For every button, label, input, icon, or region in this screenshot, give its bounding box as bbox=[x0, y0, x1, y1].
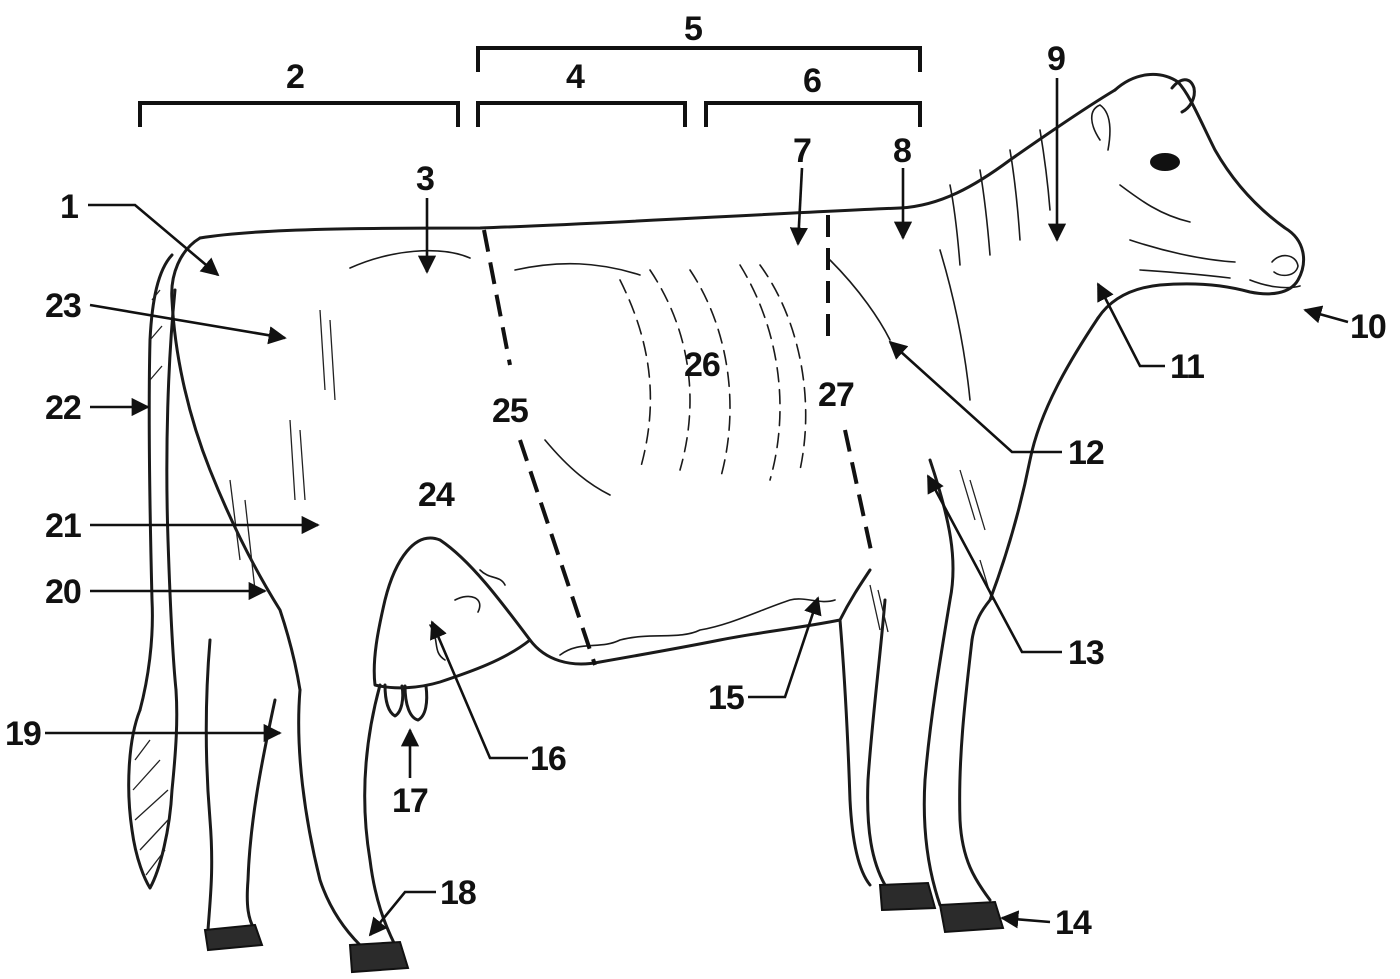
label-24: 24 bbox=[418, 476, 455, 514]
bracket-4 bbox=[478, 103, 685, 127]
hoof-far-hind bbox=[205, 925, 262, 950]
topline bbox=[200, 90, 1115, 238]
label-3: 3 bbox=[416, 160, 434, 198]
hoof-near-hind bbox=[350, 942, 408, 972]
leader-23 bbox=[90, 305, 285, 338]
bracket-2 bbox=[140, 103, 458, 127]
tail-switch bbox=[129, 690, 177, 888]
label-20: 20 bbox=[45, 573, 81, 611]
label-26: 26 bbox=[684, 346, 720, 384]
label-11: 11 bbox=[1170, 348, 1204, 386]
label-21: 21 bbox=[45, 507, 81, 545]
label-16: 16 bbox=[530, 740, 566, 778]
label-18: 18 bbox=[440, 874, 476, 912]
label-1: 1 bbox=[60, 188, 78, 226]
label-10: 10 bbox=[1350, 308, 1386, 346]
eye bbox=[1150, 153, 1180, 171]
tail bbox=[140, 255, 176, 710]
leader-13 bbox=[928, 476, 1062, 652]
label-7: 7 bbox=[793, 132, 811, 170]
hind-leg-near bbox=[299, 685, 395, 945]
label-15: 15 bbox=[708, 679, 744, 717]
teat-2 bbox=[405, 686, 427, 720]
face-wrinkles bbox=[1120, 185, 1235, 278]
label-2: 2 bbox=[286, 58, 304, 96]
hoof-near-front bbox=[940, 902, 1003, 932]
cow-drawing bbox=[129, 74, 1304, 972]
hip-line bbox=[350, 251, 470, 268]
brisket-hatch bbox=[870, 470, 992, 632]
belly-outline bbox=[530, 570, 870, 664]
label-17: 17 bbox=[392, 782, 428, 820]
leader-11 bbox=[1098, 284, 1165, 366]
hoof-far-front bbox=[880, 883, 935, 910]
label-9: 9 bbox=[1047, 40, 1065, 78]
label-6: 6 bbox=[803, 62, 821, 100]
leader-18 bbox=[370, 892, 436, 935]
leader-7 bbox=[798, 168, 802, 244]
teat-1 bbox=[385, 685, 403, 716]
leader-15 bbox=[748, 598, 818, 697]
label-4: 4 bbox=[566, 58, 585, 96]
label-19: 19 bbox=[5, 715, 41, 753]
label-25: 25 bbox=[492, 392, 528, 430]
label-14: 14 bbox=[1055, 904, 1092, 942]
head-outline bbox=[1098, 74, 1304, 318]
nostril bbox=[1272, 256, 1298, 276]
leader-16 bbox=[432, 622, 528, 758]
label-22: 22 bbox=[45, 389, 81, 427]
leader-14 bbox=[1002, 918, 1050, 922]
label-27: 27 bbox=[818, 376, 854, 414]
neck-creases bbox=[950, 130, 1050, 265]
ear-outline bbox=[1172, 80, 1194, 112]
label-12: 12 bbox=[1068, 434, 1104, 472]
rump-outline bbox=[172, 238, 300, 690]
bracket-6 bbox=[706, 103, 920, 127]
front-leg-near bbox=[924, 460, 990, 905]
bracket-5 bbox=[478, 48, 920, 72]
front-leg-far bbox=[840, 600, 885, 885]
label-5: 5 bbox=[684, 10, 702, 48]
label-8: 8 bbox=[893, 132, 911, 170]
ear-front bbox=[1092, 105, 1110, 150]
label-13: 13 bbox=[1068, 634, 1104, 672]
hind-leg-far bbox=[206, 640, 275, 930]
leader-10 bbox=[1305, 310, 1348, 322]
label-23: 23 bbox=[45, 287, 81, 325]
flank-lines bbox=[515, 264, 640, 495]
udder-outline bbox=[374, 538, 530, 688]
